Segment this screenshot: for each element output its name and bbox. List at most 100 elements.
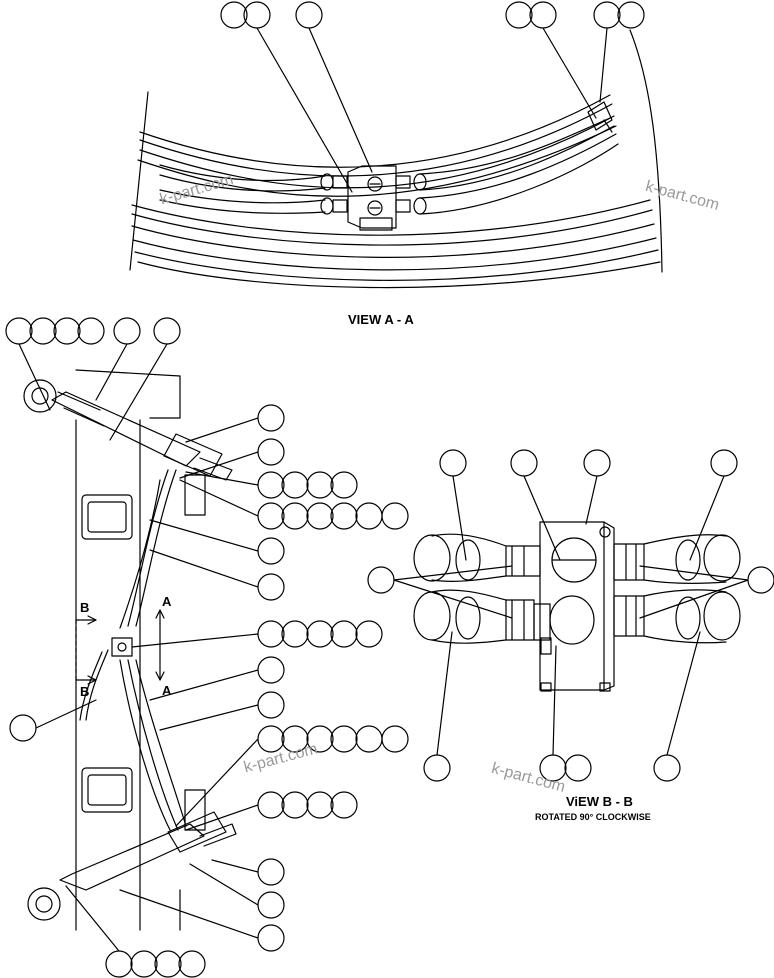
leader-line: [159, 704, 259, 731]
callout-balloon: [381, 725, 409, 753]
callout-balloon: [9, 714, 37, 742]
callout-balloon: [154, 950, 182, 978]
leader-line: [542, 27, 597, 119]
leader-line: [185, 471, 259, 486]
callout-balloon: [306, 502, 334, 530]
view-b-callouts: [367, 449, 774, 782]
callout-balloon: [220, 1, 248, 29]
callout-balloon: [243, 1, 271, 29]
leader-line: [65, 885, 120, 952]
callout-balloon: [53, 317, 81, 345]
leader-line: [585, 475, 598, 525]
callout-balloon: [747, 566, 774, 594]
leader-line: [523, 475, 561, 561]
leader-line: [639, 579, 749, 619]
callout-balloon: [330, 791, 358, 819]
leader-line: [35, 699, 97, 729]
callout-balloon: [593, 1, 621, 29]
view-a-callouts: [220, 1, 645, 193]
leader-line: [666, 631, 701, 756]
callout-balloon: [257, 502, 285, 530]
section-marker-b-top: B: [80, 600, 90, 615]
callout-balloon: [281, 725, 309, 753]
leader-line: [109, 343, 168, 441]
callout-balloon: [257, 924, 285, 952]
section-marker-a-top: A: [162, 594, 172, 609]
callout-balloon: [281, 502, 309, 530]
callout-balloon: [178, 950, 206, 978]
callout-balloon: [381, 502, 409, 530]
leader-line: [119, 889, 259, 939]
callout-balloon: [130, 950, 158, 978]
callout-balloon: [330, 471, 358, 499]
callout-balloon: [367, 566, 395, 594]
leader-line: [689, 475, 725, 561]
callout-balloon: [257, 791, 285, 819]
frame-view-drawing: [23, 369, 237, 931]
callout-balloon: [583, 449, 611, 477]
callout-balloon: [564, 754, 592, 782]
callout-balloon: [257, 891, 285, 919]
callout-balloon: [257, 537, 285, 565]
view-a-drawing: [129, 29, 663, 289]
view-a-title: VIEW A - A: [348, 312, 414, 327]
callout-balloon: [257, 438, 285, 466]
callout-balloon: [257, 858, 285, 886]
callout-balloon: [355, 620, 383, 648]
leader-line: [131, 633, 259, 648]
callout-balloon: [355, 502, 383, 530]
leader-line: [179, 479, 259, 517]
leader-line: [185, 804, 259, 831]
callout-balloon: [257, 725, 285, 753]
leader-line: [552, 645, 557, 756]
callout-balloon: [529, 1, 557, 29]
callout-balloon: [5, 317, 33, 345]
callout-balloon: [306, 791, 334, 819]
callout-balloon: [257, 471, 285, 499]
leader-line: [393, 579, 513, 619]
callout-balloon: [281, 620, 309, 648]
leader-line: [436, 631, 453, 756]
leader-line: [185, 417, 259, 443]
callout-balloon: [306, 725, 334, 753]
callout-balloon: [306, 471, 334, 499]
view-b-drawing: [413, 521, 741, 692]
leader-line: [308, 27, 373, 173]
callout-balloon: [423, 754, 451, 782]
leader-line: [149, 519, 259, 552]
callout-balloon: [281, 791, 309, 819]
leader-line: [149, 549, 259, 588]
callout-balloon: [257, 573, 285, 601]
view-b-title: ViEW B - B: [566, 794, 633, 809]
frame-view-callouts: [5, 317, 409, 978]
callout-balloon: [153, 317, 181, 345]
callout-balloon: [330, 620, 358, 648]
callout-balloon: [257, 691, 285, 719]
callout-balloon: [355, 725, 383, 753]
callout-balloon: [653, 754, 681, 782]
view-b-subtitle: ROTATED 90° CLOCKWISE: [535, 812, 651, 822]
callout-balloon: [113, 317, 141, 345]
callout-balloon: [257, 404, 285, 432]
callout-balloon: [439, 449, 467, 477]
leader-line: [179, 451, 259, 479]
callout-balloon: [281, 471, 309, 499]
leader-line: [256, 27, 353, 193]
leader-line: [189, 863, 259, 906]
callout-balloon: [330, 502, 358, 530]
leader-line: [175, 738, 259, 827]
callout-balloon: [330, 725, 358, 753]
leader-line: [599, 27, 608, 103]
callout-balloon: [105, 950, 133, 978]
callout-balloon: [710, 449, 738, 477]
section-marker-b-bottom: B: [80, 684, 90, 699]
leader-line: [18, 343, 51, 411]
callout-balloon: [29, 317, 57, 345]
leader-line: [639, 565, 749, 581]
leader-line: [149, 669, 259, 701]
callout-balloon: [306, 620, 334, 648]
callout-balloon: [77, 317, 105, 345]
callout-balloon: [617, 1, 645, 29]
leader-line: [211, 859, 259, 873]
